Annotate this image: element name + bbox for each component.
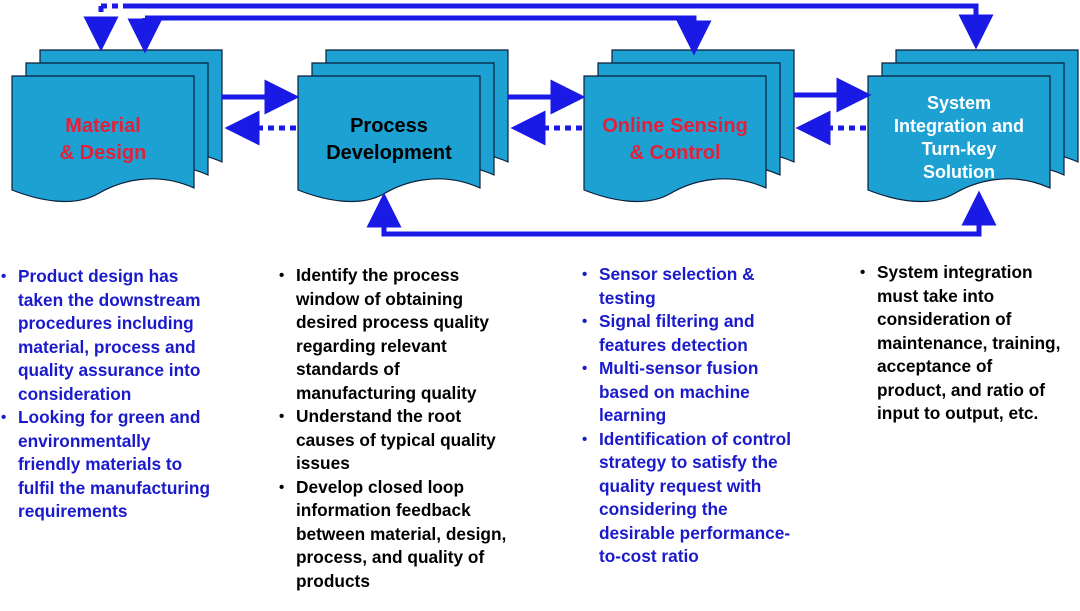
material-design-title-line-1: Material [65, 115, 141, 137]
system-integration-title: System Integration and Turn-key Solution [868, 88, 1050, 188]
material-design-document-stack [11, 49, 223, 203]
bullet-item: Identification of control strategy to sa… [581, 428, 801, 569]
document-page-front [583, 75, 767, 203]
material-design-bullet-list: Product design has taken the downstream … [0, 265, 215, 524]
bullet-item: Identify the process window of obtaining… [278, 264, 518, 405]
system-integration-title-line-1: System [926, 93, 992, 113]
online-sensing-bullet-list: Sensor selection & testing Signal filter… [581, 263, 801, 569]
system-integration-title-line-4: Solution [923, 162, 995, 182]
second-loop-arrow-to-sensing [145, 15, 712, 56]
bullet-item: Sensor selection & testing [581, 263, 801, 310]
document-page-front [867, 75, 1051, 203]
process-development-document-stack [297, 49, 509, 203]
process-development-title-line-2: Development [326, 142, 452, 164]
system-integration-bullet-list: System integration must take into consid… [859, 261, 1064, 426]
system-integration-title-line-3: Turn-key [921, 139, 997, 159]
online-sensing-title-line-1: Online Sensing [602, 115, 748, 137]
online-sensing-document-stack [583, 49, 795, 203]
process-development-bullet-list: Identify the process window of obtaining… [278, 264, 518, 593]
process-development-title-line-1: Process [350, 115, 428, 137]
bullet-item: Understand the root causes of typical qu… [278, 405, 518, 476]
bullet-item: Develop closed loop information feedback… [278, 476, 518, 594]
bullet-item: System integration must take into consid… [859, 261, 1064, 426]
document-page-front [11, 75, 195, 203]
online-sensing-title: Online Sensing & Control [584, 100, 766, 180]
system-integration-document-stack [867, 49, 1079, 203]
bullet-item: Signal filtering and features detection [581, 310, 801, 357]
bullet-item: Looking for green and environmentally fr… [0, 406, 215, 524]
top-loop-arrow-to-integration [124, 3, 994, 50]
system-integration-title-line-2: Integration and [894, 116, 1024, 136]
process-development-title: Process Development [298, 100, 480, 180]
bullet-item: Multi-sensor fusion based on machine lea… [581, 357, 801, 428]
online-sensing-title-line-2: & Control [629, 142, 721, 164]
material-design-title-line-2: & Design [59, 142, 147, 164]
material-design-title: Material & Design [12, 100, 194, 180]
bullet-item: Product design has taken the downstream … [0, 265, 215, 406]
bottom-loop-arrow-integration-to-process [366, 192, 982, 237]
